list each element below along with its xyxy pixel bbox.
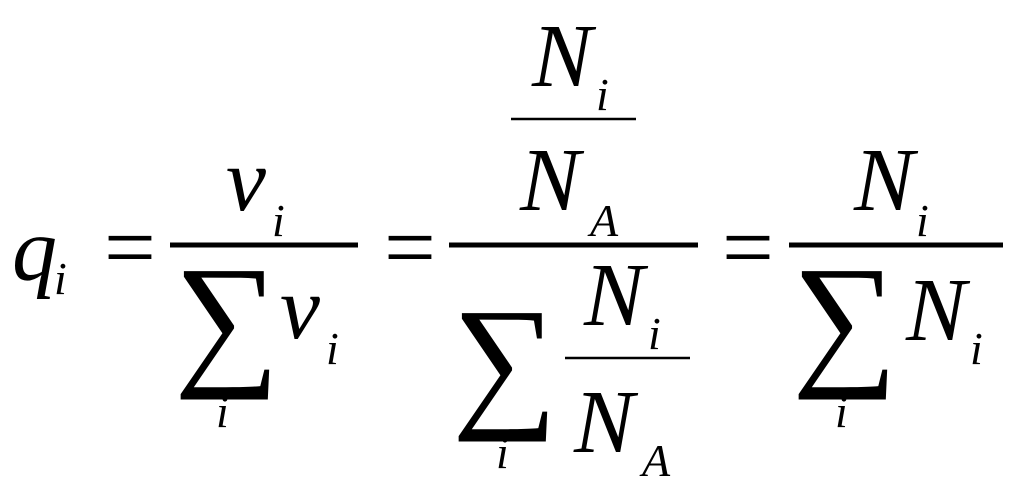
nu-denominator: ν: [280, 259, 320, 358]
q-symbol: q: [12, 201, 57, 300]
q-subscript: i: [54, 253, 67, 304]
nu-numerator-subscript: i: [272, 195, 285, 246]
n-a-inner-denominator: N: [573, 373, 639, 472]
sum-symbol-1: ∑: [174, 237, 280, 401]
n-numerator-subscript: i: [916, 195, 929, 246]
n-a-numerator: N: [519, 131, 585, 230]
fraction-nu: ν i ∑ i ν i: [170, 131, 358, 437]
n-a-numerator-subscript: A: [587, 195, 619, 246]
n-top-numerator: N: [531, 7, 597, 106]
sum-symbol-2: ∑: [452, 279, 558, 443]
n-inner-numerator: N: [583, 246, 649, 345]
sum-symbol-3: ∑: [792, 237, 898, 401]
equals-sign-1: =: [104, 196, 156, 298]
n-top-numerator-subscript: i: [596, 69, 609, 120]
n-inner-numerator-subscript: i: [648, 308, 661, 359]
nu-numerator: ν: [226, 131, 266, 230]
n-a-inner-denominator-subscript: A: [639, 435, 671, 486]
fraction-n-over-na: N i N A ∑ i N i N A: [449, 7, 698, 486]
sum-index-2: i: [496, 427, 509, 478]
n-numerator: N: [853, 131, 919, 230]
equals-sign-3: =: [722, 196, 774, 298]
n-denominator-subscript: i: [970, 323, 983, 374]
fraction-n: N i ∑ i N i: [789, 131, 1003, 437]
sum-index-1: i: [216, 386, 229, 437]
nu-denominator-subscript: i: [326, 323, 339, 374]
sum-index-3: i: [835, 386, 848, 437]
n-denominator: N: [905, 261, 971, 360]
equals-sign-2: =: [384, 196, 436, 298]
lhs-q-i: q i: [12, 201, 67, 304]
